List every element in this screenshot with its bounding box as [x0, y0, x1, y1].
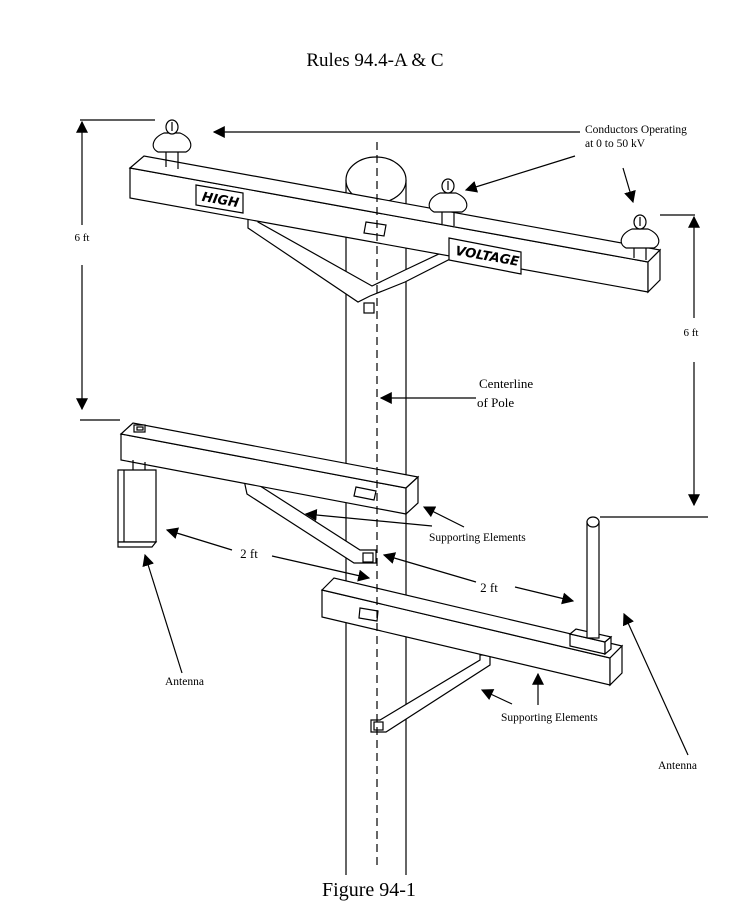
lower-brace-bolt	[373, 721, 384, 731]
lower-crossarm-bolt-plate	[358, 607, 379, 622]
dimension-right-2ft: 2 ft	[382, 552, 575, 605]
top-crossarm-bolt-plate	[363, 221, 387, 237]
dimension-label-right-6ft: 6 ft	[684, 327, 699, 339]
figure-caption: Figure 94-1	[322, 879, 416, 901]
antenna-left-panel	[117, 460, 158, 548]
conductors-label-line2: at 0 to 50 kV	[585, 138, 646, 150]
antenna-left-label: Antenna	[165, 676, 204, 688]
conductors-callout: Conductors Operating at 0 to 50 kV	[212, 124, 687, 204]
top-crossarm: HIGH VOLTAGE	[128, 155, 662, 314]
antenna-left-callout: Antenna	[142, 553, 204, 688]
pole	[345, 156, 407, 875]
dimension-label-left-6ft: 6 ft	[75, 232, 90, 244]
top-brace-bolt	[363, 302, 375, 314]
supporting-elements-lower-callout: Supporting Elements	[480, 672, 598, 724]
diagram-title: Rules 94.4-A & C	[306, 50, 443, 71]
centerline-label-line1: Centerline	[479, 376, 533, 391]
lower-crossarm	[320, 577, 624, 733]
insulator-middle	[428, 178, 468, 226]
insulator-right	[620, 214, 660, 260]
dimension-right-6ft: 6 ft	[600, 214, 708, 518]
centerline-label-line2: of Pole	[477, 395, 514, 410]
middle-crossarm-bolt-plate	[353, 486, 377, 501]
antenna-right-callout: Antenna	[623, 612, 697, 772]
supporting-elements-lower-label: Supporting Elements	[501, 712, 598, 724]
supporting-elements-upper-label: Supporting Elements	[429, 532, 526, 544]
conductors-label-line1: Conductors Operating	[585, 124, 687, 136]
supporting-elements-upper-callout: Supporting Elements	[304, 506, 526, 544]
middle-crossarm	[119, 422, 420, 564]
insulator-left	[152, 119, 192, 169]
dimension-label-right-2ft: 2 ft	[480, 580, 498, 595]
lower-crossarm-brace	[370, 654, 491, 733]
centerline-callout: Centerline of Pole	[379, 376, 533, 410]
dimension-label-left-2ft: 2 ft	[240, 546, 258, 561]
dimension-left-6ft: 6 ft	[75, 119, 155, 421]
svg-text:HIGH: HIGH	[201, 190, 240, 211]
dimension-left-2ft: 2 ft	[165, 527, 371, 582]
antenna-right-whip	[568, 516, 613, 656]
antenna-right-label: Antenna	[658, 760, 697, 772]
high-voltage-sign-high: HIGH	[195, 184, 244, 214]
middle-brace-bolt	[362, 552, 374, 563]
